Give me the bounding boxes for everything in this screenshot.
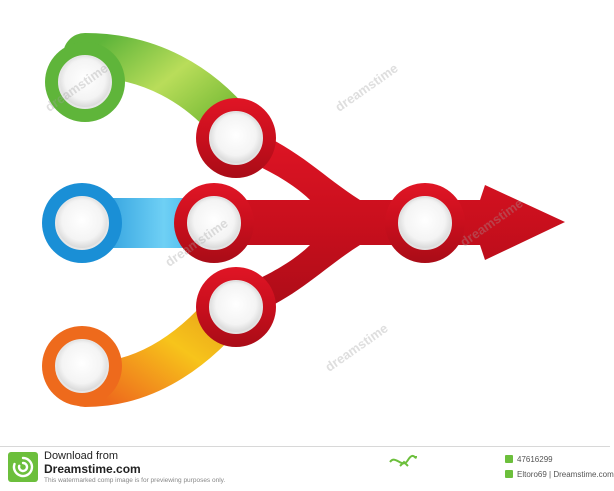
dreamstime-logo-icon	[8, 452, 38, 482]
image-id: 47616299	[517, 455, 553, 464]
red-merge-arrow	[174, 98, 565, 347]
red-middle-circle	[187, 196, 241, 250]
image-id-row: 47616299	[505, 455, 553, 464]
author-icon	[505, 470, 513, 478]
download-footer	[0, 446, 610, 491]
author-credit[interactable]: Eltoro69 | Dreamstime.com	[517, 470, 614, 479]
id-icon	[505, 455, 513, 463]
diagram-canvas: dreamstime dreamstime dreamstime dreamst…	[42, 33, 565, 407]
download-from-label: Download from	[44, 450, 118, 462]
credit-row: Eltoro69 | Dreamstime.com	[505, 470, 614, 479]
preview-note: This watermarked comp image is for previ…	[44, 477, 226, 484]
red-top-circle	[209, 111, 263, 165]
green-input-circle	[58, 55, 112, 109]
red-bottom-circle	[209, 280, 263, 334]
orange-input-circle	[55, 339, 109, 393]
red-output-circle	[398, 196, 452, 250]
dreamstime-site-link[interactable]: Dreamstime.com	[44, 462, 141, 476]
blue-input-circle	[55, 196, 109, 250]
decorative-swirl-icon	[389, 454, 417, 467]
merge-arrow-diagram	[42, 33, 565, 407]
